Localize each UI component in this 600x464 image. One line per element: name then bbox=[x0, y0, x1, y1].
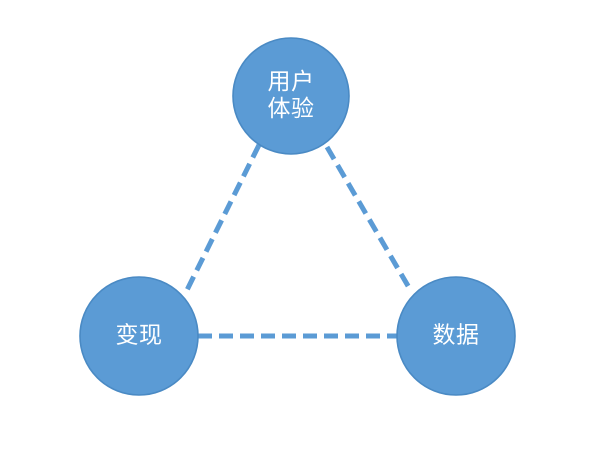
node-group bbox=[79, 37, 516, 396]
node-circle-data[interactable] bbox=[396, 276, 516, 396]
node-circle-user-experience[interactable] bbox=[232, 37, 350, 155]
connector-group bbox=[184, 143, 414, 339]
node-circle-monetization[interactable] bbox=[79, 276, 199, 396]
connector-ux-to-data bbox=[324, 145, 414, 293]
connector-ux-to-monetization bbox=[184, 143, 262, 292]
